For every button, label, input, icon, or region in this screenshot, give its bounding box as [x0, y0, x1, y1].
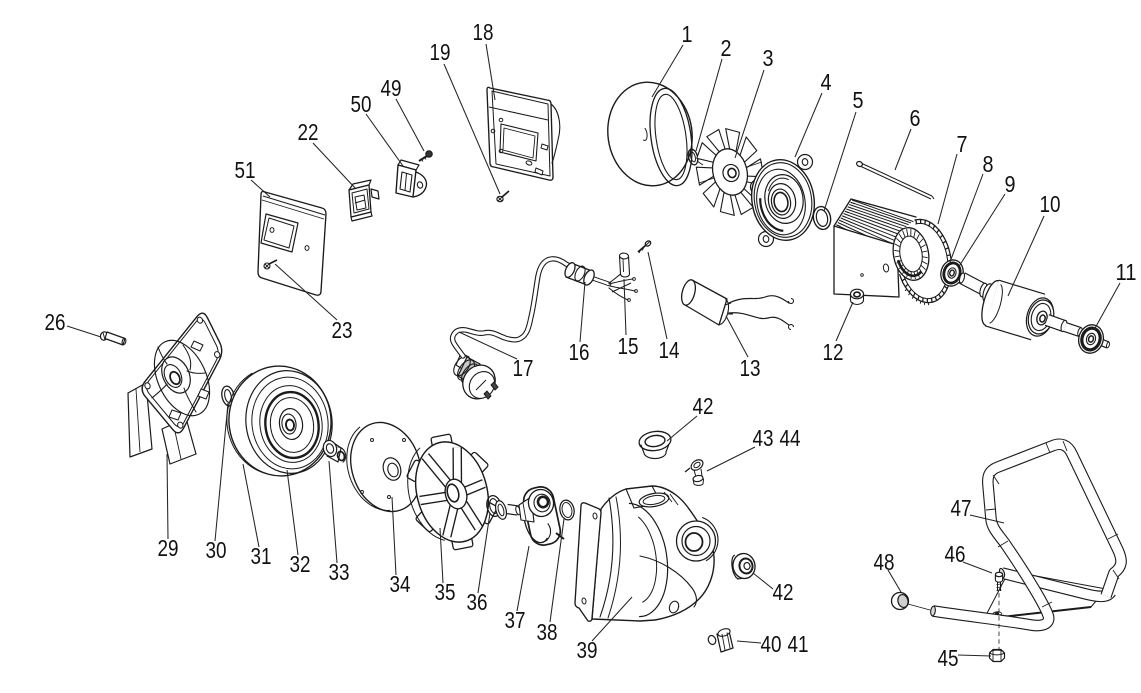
svg-text:13: 13	[740, 355, 761, 381]
svg-text:29: 29	[158, 535, 179, 561]
svg-text:23: 23	[332, 317, 353, 343]
svg-text:7: 7	[957, 131, 968, 157]
svg-text:45: 45	[938, 645, 959, 671]
svg-text:49: 49	[381, 75, 402, 101]
svg-text:41: 41	[788, 631, 809, 657]
svg-text:6: 6	[910, 105, 921, 131]
svg-text:42: 42	[693, 393, 714, 419]
svg-text:39: 39	[577, 637, 598, 663]
svg-text:46: 46	[945, 541, 966, 567]
svg-text:17: 17	[513, 355, 534, 381]
svg-text:8: 8	[983, 151, 994, 177]
svg-text:19: 19	[430, 39, 451, 65]
svg-text:2: 2	[721, 35, 732, 61]
svg-text:16: 16	[569, 339, 590, 365]
svg-text:1: 1	[682, 21, 693, 47]
svg-text:33: 33	[329, 559, 350, 585]
svg-text:31: 31	[251, 543, 272, 569]
svg-text:47: 47	[951, 495, 972, 521]
svg-text:5: 5	[853, 87, 864, 113]
svg-text:14: 14	[659, 337, 680, 363]
svg-text:43: 43	[753, 425, 774, 451]
svg-text:40: 40	[761, 631, 782, 657]
svg-text:38: 38	[537, 619, 558, 645]
svg-text:50: 50	[351, 91, 372, 117]
svg-text:44: 44	[780, 425, 801, 451]
svg-text:10: 10	[1040, 191, 1061, 217]
svg-text:26: 26	[45, 309, 66, 335]
svg-text:48: 48	[874, 549, 895, 575]
svg-text:11: 11	[1116, 259, 1137, 285]
svg-text:42: 42	[773, 579, 794, 605]
svg-text:3: 3	[763, 45, 774, 71]
svg-text:4: 4	[821, 69, 832, 95]
svg-text:34: 34	[390, 571, 411, 597]
svg-text:32: 32	[290, 551, 311, 577]
svg-text:15: 15	[618, 333, 639, 359]
svg-text:9: 9	[1005, 171, 1016, 197]
svg-text:12: 12	[823, 339, 844, 365]
svg-text:35: 35	[435, 579, 456, 605]
svg-text:37: 37	[505, 607, 526, 633]
svg-text:22: 22	[298, 119, 319, 145]
svg-text:30: 30	[206, 537, 227, 563]
svg-text:51: 51	[235, 157, 256, 183]
svg-text:18: 18	[473, 19, 494, 45]
svg-text:36: 36	[467, 589, 488, 615]
